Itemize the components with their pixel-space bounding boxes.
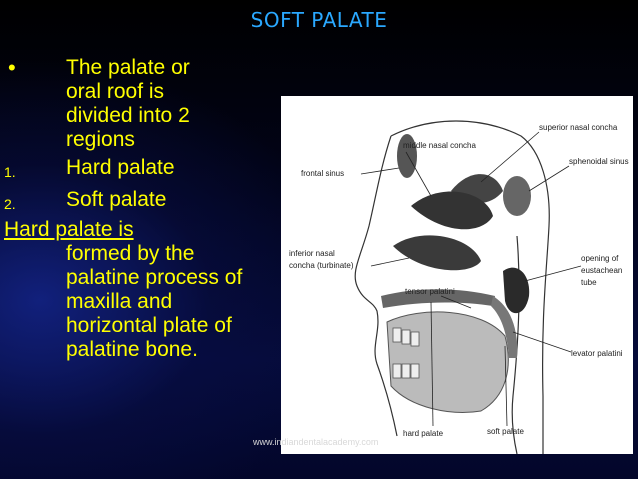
label-levator-palatini: levator palatini [571, 349, 623, 358]
label-superior-nasal-concha: superior nasal concha [539, 123, 618, 132]
inferior-concha-shape [393, 235, 481, 271]
hard-palate-heading: Hard palate is [4, 218, 134, 241]
frontal-sinus-shape [397, 134, 417, 178]
label-middle-nasal-concha: middle nasal concha [403, 141, 476, 150]
label-hard-palate: hard palate [403, 429, 444, 438]
intro-text: The palate or oral roof is divided into … [66, 56, 190, 151]
list-item-text: Soft palate [66, 188, 167, 211]
hard-palate-paragraph: Hard palate is formed by the palatine pr… [0, 218, 270, 362]
anatomy-drawing: superior nasal concha middle nasal conch… [289, 120, 629, 454]
nasal-cavity-diagram: superior nasal concha middle nasal conch… [281, 96, 633, 454]
label-eustachean-1: opening of [581, 254, 619, 263]
list-number: 1. [4, 164, 16, 180]
bullet-icon: • [8, 55, 16, 80]
watermark: www.indiandentalacademy.com [253, 437, 379, 447]
label-inferior-nasal-concha-2: concha (turbinate) [289, 261, 354, 270]
list-item: 2. Soft palate [0, 188, 270, 212]
slide-title: SOFT PALATE [250, 8, 388, 32]
slide-body: • The palate or oral roof is divided int… [0, 56, 270, 362]
cranial-outline [390, 120, 550, 454]
sphenoidal-sinus-shape [503, 176, 531, 216]
label-frontal-sinus: frontal sinus [301, 169, 344, 178]
hard-palate-shape [381, 289, 495, 308]
eustachean-shape [503, 267, 530, 314]
label-eustachean-3: tube [581, 278, 597, 287]
label-soft-palate: soft palate [487, 427, 524, 436]
list-item: 1. Hard palate [0, 156, 270, 180]
label-sphenoidal-sinus: sphenoidal sinus [569, 157, 629, 166]
list-item-text: Hard palate [66, 156, 175, 179]
face-outline [354, 135, 398, 437]
hard-palate-description: formed by the palatine process of maxill… [66, 242, 243, 361]
label-eustachean-2: eustachean [581, 266, 622, 275]
label-inferior-nasal-concha-1: inferior nasal [289, 249, 335, 258]
label-tensor-palatini: tensor palatini [405, 287, 455, 296]
middle-concha-shape [411, 191, 493, 230]
soft-palate-shape [491, 296, 518, 358]
teeth [392, 327, 420, 379]
list-number: 2. [4, 196, 16, 212]
intro-bullet: • The palate or oral roof is divided int… [0, 56, 270, 152]
tongue-shape [386, 311, 509, 413]
